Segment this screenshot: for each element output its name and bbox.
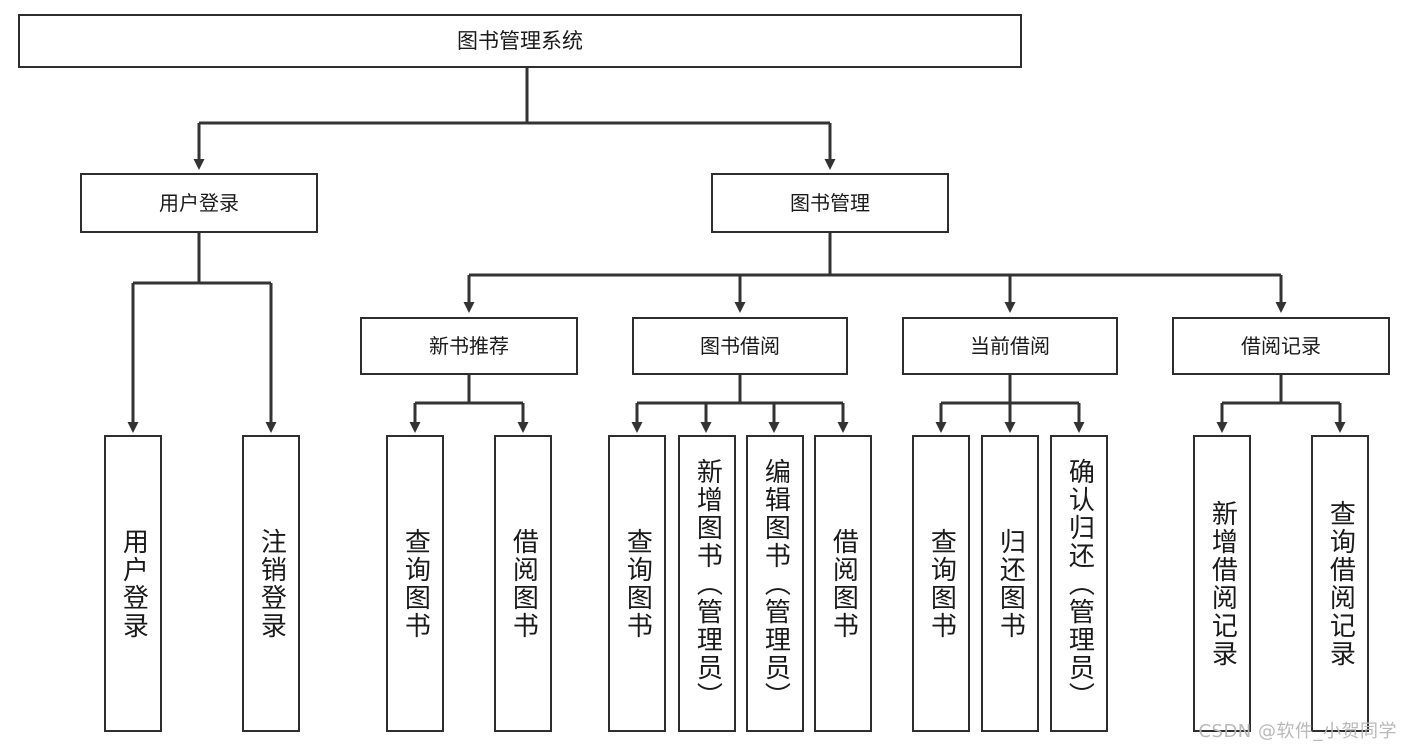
leaf-user-login-logout[interactable]: 注销登录 [242, 435, 300, 732]
leaf-label: 新增借阅记录 [1207, 499, 1238, 668]
leaf-label: 归还图书 [995, 527, 1026, 640]
leaf-label: 查询图书 [400, 527, 431, 640]
leaf-borrow-record-add-record[interactable]: 新增借阅记录 [1193, 435, 1251, 732]
leaf-label: 查询图书 [622, 527, 653, 640]
node-book-management[interactable]: 图书管理 [711, 173, 949, 233]
node-label: 用户登录 [159, 190, 239, 215]
leaf-current-borrow-return-book[interactable]: 归还图书 [981, 435, 1039, 732]
node-label: 新书推荐 [429, 333, 509, 358]
leaf-label: 借阅图书 [828, 527, 859, 640]
leaf-label: 查询图书 [926, 527, 957, 640]
node-book-borrow[interactable]: 图书借阅 [632, 317, 848, 375]
node-label: 当前借阅 [970, 333, 1050, 358]
leaf-label: 用户登录 [118, 527, 149, 640]
node-new-book-recommend[interactable]: 新书推荐 [360, 317, 578, 375]
leaf-label: 注销登录 [256, 527, 287, 640]
node-label: 借阅记录 [1241, 333, 1321, 358]
leaf-current-borrow-query-book[interactable]: 查询图书 [912, 435, 970, 732]
leaf-label: 新增图书（管理员） [692, 457, 723, 710]
node-label: 图书借阅 [700, 333, 780, 358]
leaf-label: 编辑图书（管理员） [760, 457, 791, 710]
leaf-label: 确认归还（管理员） [1064, 457, 1095, 710]
leaf-label: 查询借阅记录 [1325, 499, 1356, 668]
leaf-new-book-query-book[interactable]: 查询图书 [386, 435, 444, 732]
node-user-login[interactable]: 用户登录 [80, 173, 318, 233]
leaf-new-book-borrow-book[interactable]: 借阅图书 [494, 435, 552, 732]
leaf-book-borrow-edit-book-admin[interactable]: 编辑图书（管理员） [746, 435, 804, 732]
node-label: 图书管理 [790, 190, 870, 215]
node-root-book-management-system[interactable]: 图书管理系统 [18, 14, 1022, 68]
leaf-borrow-record-query-record[interactable]: 查询借阅记录 [1311, 435, 1369, 732]
leaf-current-borrow-confirm-return-admin[interactable]: 确认归还（管理员） [1050, 435, 1108, 732]
node-borrow-record[interactable]: 借阅记录 [1172, 317, 1390, 375]
leaf-user-login-login[interactable]: 用户登录 [104, 435, 162, 732]
leaf-book-borrow-borrow-book[interactable]: 借阅图书 [814, 435, 872, 732]
leaf-book-borrow-query-book[interactable]: 查询图书 [608, 435, 666, 732]
node-current-borrow[interactable]: 当前借阅 [902, 317, 1118, 375]
node-label: 图书管理系统 [457, 28, 583, 53]
leaf-book-borrow-add-book-admin[interactable]: 新增图书（管理员） [678, 435, 736, 732]
leaf-label: 借阅图书 [508, 527, 539, 640]
